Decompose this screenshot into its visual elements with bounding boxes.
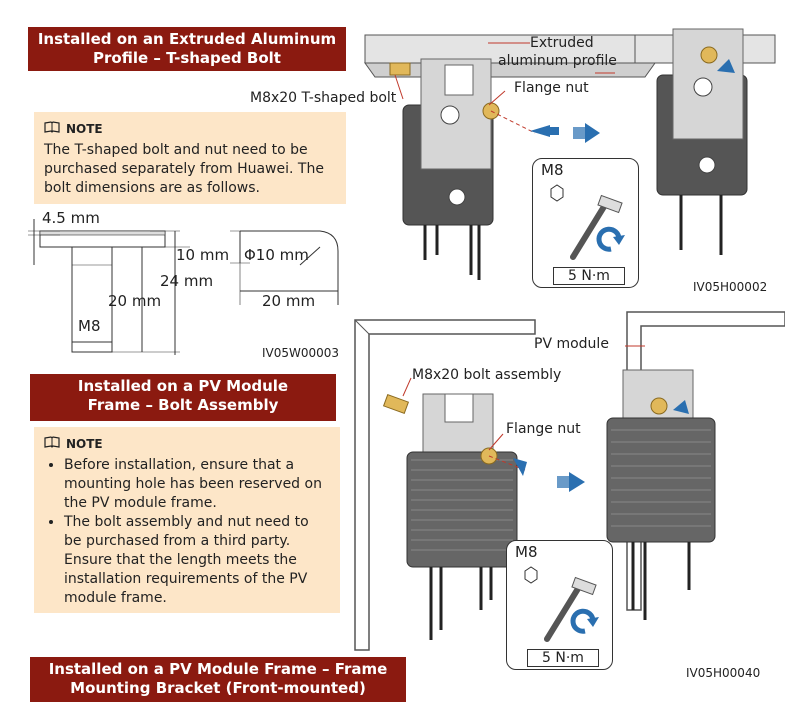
torque-value-2: 5 N·m [527, 649, 599, 667]
label-flange-nut-1: Flange nut [514, 80, 589, 96]
dim-bolt-length: 20 mm [262, 292, 316, 310]
drawing-code-fig1: IV05H00002 [693, 280, 768, 294]
label-flange-nut-2: Flange nut [506, 421, 581, 437]
socket-wrench-icon [550, 184, 625, 260]
torque-value-1: 5 N·m [553, 267, 625, 285]
label-pv-module: PV module [534, 336, 609, 352]
section-title-line2: Frame – Bolt Assembly [87, 396, 279, 414]
note-box-bolt-assembly: NOTE Before installation, ensure that a … [34, 427, 340, 613]
book-icon [44, 435, 60, 454]
section-title-line2: Mounting Bracket (Front-mounted) [70, 679, 366, 697]
label-extruded: Extruded [530, 35, 594, 51]
section-title-line1: Installed on an Extruded Aluminum [37, 30, 337, 48]
note-text: The T-shaped bolt and nut need to be pur… [44, 142, 324, 196]
note-item: Before installation, ensure that a mount… [64, 456, 330, 513]
book-icon [44, 120, 60, 139]
note-list: Before installation, ensure that a mount… [44, 456, 330, 608]
dim-head-height: 10 mm [176, 246, 230, 264]
section-title-line2: Profile – T-shaped Bolt [93, 49, 281, 67]
note-box-tbolt: NOTE The T-shaped bolt and nut need to b… [34, 112, 346, 204]
dim-head-thickness: 4.5 mm [42, 209, 100, 227]
section-title-bracket: Installed on a PV Module Frame – Frame M… [30, 657, 406, 702]
section-title-line1: Installed on a PV Module Frame – Frame [48, 660, 388, 678]
bolt-dimension-drawing [28, 219, 339, 355]
torque-size-2: M8 [515, 543, 538, 561]
figure-aluminum-install [364, 28, 776, 280]
dim-diameter: Φ10 mm [244, 246, 309, 264]
section-title-aluminum: Installed on an Extruded Aluminum Profil… [28, 27, 346, 71]
torque-callout-1: M8 5 N·m [532, 158, 639, 288]
dim-total-length: 24 mm [160, 272, 214, 290]
note-item: The bolt assembly and nut need to be pur… [64, 513, 330, 608]
note-heading-text: NOTE [66, 437, 103, 451]
drawing-code-bolt: IV05W00003 [262, 346, 340, 360]
section-title-bolt-assembly: Installed on a PV Module Frame – Bolt As… [30, 374, 336, 421]
socket-wrench-icon [524, 566, 599, 642]
label-bolt-assembly: M8x20 bolt assembly [412, 367, 562, 383]
torque-callout-2: M8 5 N·m [506, 540, 613, 670]
note-heading: NOTE [44, 120, 336, 139]
note-heading-text: NOTE [66, 122, 103, 136]
figure-pv-module-install [354, 311, 785, 651]
section-title-line1: Installed on a PV Module [77, 377, 289, 395]
dim-thread: M8 [78, 317, 101, 335]
torque-size-1: M8 [541, 161, 564, 179]
label-aluminum-profile: aluminum profile [498, 53, 617, 69]
drawing-code-fig2: IV05H00040 [686, 666, 761, 680]
label-tbolt: M8x20 T-shaped bolt [250, 90, 397, 106]
dim-shank-length: 20 mm [108, 292, 162, 310]
note-heading: NOTE [44, 435, 330, 454]
